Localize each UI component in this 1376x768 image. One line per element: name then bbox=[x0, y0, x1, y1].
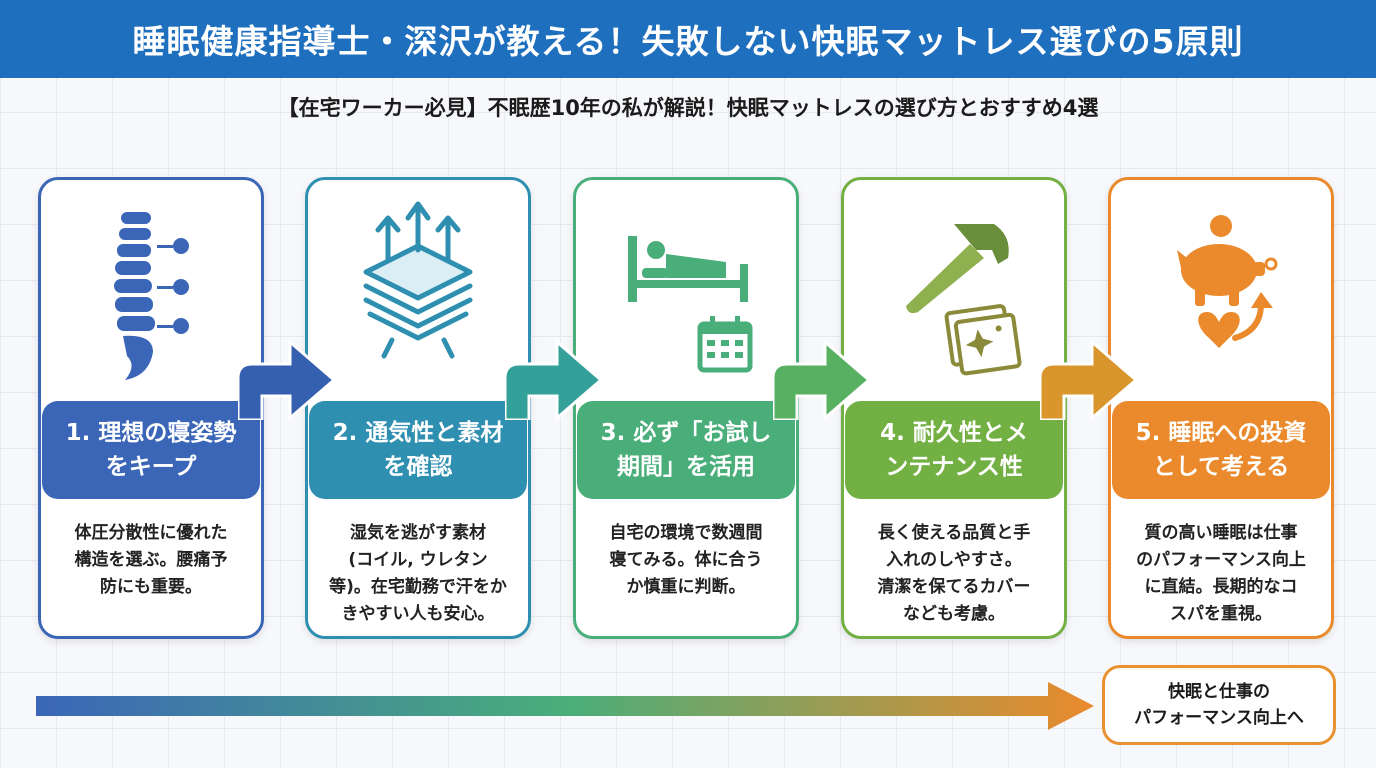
hammer-cover-icon bbox=[906, 224, 1022, 376]
step-title-line: 5. 睡眠への投資 bbox=[1135, 420, 1307, 446]
goal-text: パフォーマンス向上へ bbox=[1134, 708, 1304, 728]
step-title-line: をキープ bbox=[105, 454, 197, 480]
step-title-line: ンテナンス性 bbox=[885, 454, 1023, 480]
page-title: 睡眠健康指導士・深沢が教える！失敗しない快眠マットレス選びの5原則 bbox=[0, 0, 1376, 78]
page-subtitle: 【在宅ワーカー必見】不眠歴10年の私が解説！快眠マットレスの選び方とおすすめ4選 bbox=[277, 96, 1099, 120]
step-card-2: 2. 通気性と素材を確認 湿気を逃がす素材(コイル, ウレタン等)。在宅勤務で汗… bbox=[305, 177, 531, 639]
step-description-2: 湿気を逃がす素材(コイル, ウレタン等)。在宅勤務で汗をかきやすい人も安心。 bbox=[329, 523, 507, 624]
step-title-line: 2. 通気性と素材 bbox=[332, 420, 504, 446]
goal-text: 快眠と仕事の bbox=[1168, 682, 1270, 702]
step-title-band-1: 1. 理想の寝姿勢をキープ bbox=[42, 401, 260, 499]
connector-arrow-4 bbox=[1040, 338, 1139, 420]
step-card-1: 1. 理想の寝姿勢をキープ 体圧分散性に優れた構造を選ぶ。腰痛予防にも重要。 bbox=[38, 177, 264, 639]
step-title-band-4: 4. 耐久性とメンテナンス性 bbox=[845, 401, 1063, 499]
spine-icon bbox=[114, 212, 189, 380]
bed-calendar-icon bbox=[628, 236, 753, 373]
progress-arrow bbox=[36, 682, 1094, 730]
step-description-3: 自宅の環境で数週間寝てみる。体に合うか慎重に判断。 bbox=[609, 523, 763, 597]
step-title-line: として考える bbox=[1152, 454, 1290, 480]
connector-arrow-3 bbox=[773, 338, 872, 420]
step-title-line: 3. 必ず「お試し bbox=[600, 420, 772, 446]
step-title-band-2: 2. 通気性と素材を確認 bbox=[309, 401, 527, 499]
step-card-5: 5. 睡眠への投資として考える 質の高い睡眠は仕事のパフォーマンス向上に直結。長… bbox=[1108, 177, 1334, 639]
step-description-1: 体圧分散性に優れた構造を選ぶ。腰痛予防にも重要。 bbox=[74, 523, 228, 597]
connector-arrow-2 bbox=[505, 338, 604, 420]
step-card-4: 4. 耐久性とメンテナンス性 長く使える品質と手入れのしやすさ。清潔を保てるカバ… bbox=[841, 177, 1067, 639]
breathable-layers-icon bbox=[363, 201, 473, 359]
goal-box: 快眠と仕事の パフォーマンス向上へ bbox=[1102, 665, 1336, 745]
connector-arrow-1 bbox=[238, 338, 337, 420]
step-description-5: 質の高い睡眠は仕事のパフォーマンス向上に直結。長期的なコスパを重視。 bbox=[1136, 523, 1306, 624]
step-card-3: 3. 必ず「お試し期間」を活用 自宅の環境で数週間寝てみる。体に合うか慎重に判断… bbox=[573, 177, 799, 639]
step-title-band-3: 3. 必ず「お試し期間」を活用 bbox=[577, 401, 795, 499]
step-title-line: 期間」を活用 bbox=[617, 454, 755, 480]
step-title-line: を確認 bbox=[383, 454, 453, 480]
step-title-line: 4. 耐久性とメ bbox=[880, 420, 1028, 446]
step-description-4: 長く使える品質と手入れのしやすさ。清潔を保てるカバーなども考慮。 bbox=[877, 523, 1031, 624]
step-title-band-5: 5. 睡眠への投資として考える bbox=[1112, 401, 1330, 499]
piggy-bank-heart-icon bbox=[1177, 215, 1278, 348]
step-title-line: 1. 理想の寝姿勢 bbox=[65, 420, 237, 446]
